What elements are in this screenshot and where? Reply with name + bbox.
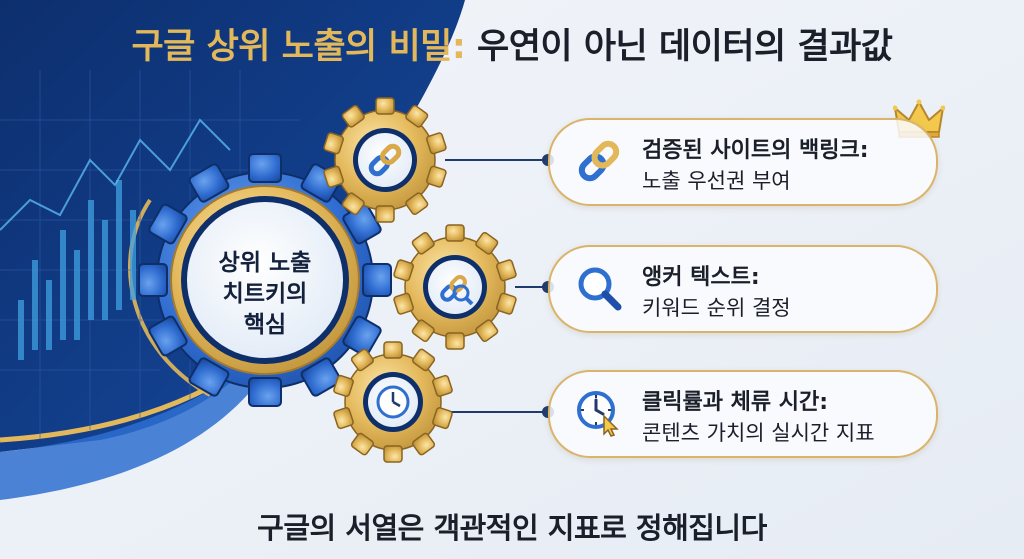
footer-caption: 구글의 서열은 객관적인 지표로 정해집니다 [257,511,767,545]
link-search-icon [440,275,474,306]
core-line-1: 상위 노출 [218,250,312,276]
card-ctr-dwell: 클릭률과 체류 시간: 콘텐츠 가치의 실시간 지표 [548,370,938,458]
core-label: 상위 노출 치트키의 핵심 [195,248,335,341]
gear-ctr [333,341,453,463]
clock-icon [376,385,410,419]
title-highlight: 구글 상위 노출의 비밀: [131,27,466,67]
card-title: 클릭률과 체류 시간: [642,390,829,415]
card-desc: 노출 우선권 부여 [642,169,791,193]
core-gear [138,153,392,407]
title-rest: 우연이 아닌 데이터의 결과값 [465,27,893,67]
card-desc: 키워드 순위 결정 [642,296,791,320]
page-title: 구글 상위 노출의 비밀: 우연이 아닌 데이터의 결과값 [0,18,1024,69]
card-anchor-text: 앵커 텍스트: 키워드 순위 결정 [548,245,938,333]
card-backlink: 검증된 사이트의 백링크: 노출 우선권 부여 [548,118,938,206]
gear-anchor [393,224,517,350]
link-icon [578,140,620,182]
core-line-3: 핵심 [243,312,287,338]
core-line-2: 치트키의 [222,281,308,307]
magnifier-icon [578,267,622,311]
card-title: 검증된 사이트의 백링크: [642,138,869,163]
link-icon [368,143,402,177]
gear-backlink [323,97,447,223]
card-title: 앵커 텍스트: [642,265,760,290]
clock-cursor-icon [577,391,619,437]
card-desc: 콘텐츠 가치의 실시간 지표 [642,421,875,445]
